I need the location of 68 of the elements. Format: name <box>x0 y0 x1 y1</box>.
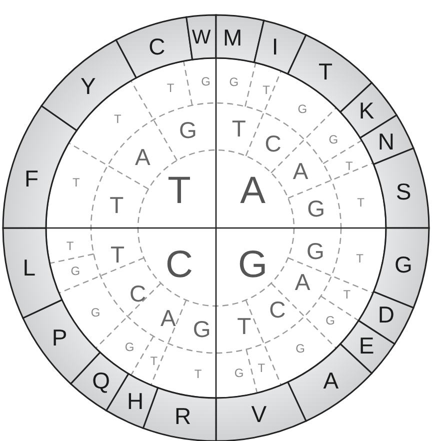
base-letter: T <box>356 252 364 266</box>
base-letter: A <box>160 305 176 332</box>
base-letter: T <box>346 158 353 173</box>
base-letter: T <box>66 238 74 253</box>
base-letter: A <box>240 170 266 212</box>
amino-acid-letter: N <box>378 128 394 154</box>
ring-segment <box>215 381 307 441</box>
amino-acid-letter: R <box>174 403 192 430</box>
base-letter: G <box>328 132 338 147</box>
base-letter: G <box>298 102 308 116</box>
base-letter: T <box>110 241 124 268</box>
base-letter: T <box>258 360 266 375</box>
base-letter: T <box>194 366 202 381</box>
amino-acid-letter: E <box>358 332 374 359</box>
ring-segment <box>142 387 217 441</box>
base-letter: T <box>110 192 124 218</box>
amino-acid-letter: C <box>148 33 166 60</box>
base-letter: T <box>237 313 252 340</box>
base-letter: G <box>90 305 100 320</box>
base-letter: T <box>150 354 158 368</box>
base-letter: A <box>134 144 150 170</box>
amino-acid-letter: G <box>394 251 412 278</box>
amino-acid-letter: V <box>251 401 267 428</box>
amino-acid-letter: M <box>223 24 242 51</box>
base-letter: C <box>269 296 286 322</box>
ring-segment <box>70 352 130 412</box>
amino-acid-letter: K <box>358 97 374 124</box>
base-letter: T <box>232 116 246 142</box>
amino-acid-letter: P <box>52 324 68 351</box>
base-letter: G <box>296 341 305 356</box>
base-letter: T <box>166 81 174 96</box>
base-letter: G <box>201 74 210 88</box>
ring-segment <box>40 39 137 132</box>
base-letter: T <box>114 112 122 126</box>
base-letter: T <box>262 82 270 97</box>
amino-acid-letter: Y <box>80 73 96 100</box>
base-letter: A <box>294 269 310 296</box>
amino-acid-letter: H <box>126 388 144 414</box>
amino-acid-letter: S <box>396 178 412 205</box>
base-letter: G <box>229 75 239 90</box>
base-letter: A <box>292 158 308 184</box>
amino-acid-letter: T <box>318 58 333 85</box>
amino-acid-letter: I <box>272 33 278 60</box>
ring-segment <box>254 20 307 75</box>
amino-acid-letter: L <box>22 254 36 281</box>
base-letter: C <box>166 244 193 286</box>
amino-acid-letter: D <box>378 302 394 328</box>
base-letter: T <box>72 176 80 190</box>
base-letter: G <box>70 264 80 278</box>
base-letter: G <box>178 116 197 143</box>
base-letter: G <box>124 340 134 354</box>
base-letter: C <box>130 280 146 307</box>
base-letter: G <box>238 244 268 286</box>
base-letter: T <box>343 288 351 302</box>
amino-acid-letter: W <box>192 26 211 49</box>
base-letter: C <box>264 130 282 156</box>
base-letter: T <box>168 170 191 212</box>
base-letter: G <box>326 314 335 328</box>
base-letter: T <box>357 195 364 210</box>
ring-segment <box>2 227 63 319</box>
base-letter: G <box>306 238 324 264</box>
base-letter: G <box>234 366 244 380</box>
base-letter: G <box>192 316 211 342</box>
amino-acid-letter: F <box>24 166 39 192</box>
amino-acid-letter: A <box>323 368 339 394</box>
amino-acid-letter: Q <box>92 368 110 394</box>
ring-segment <box>2 105 78 229</box>
base-letter: G <box>307 196 326 222</box>
